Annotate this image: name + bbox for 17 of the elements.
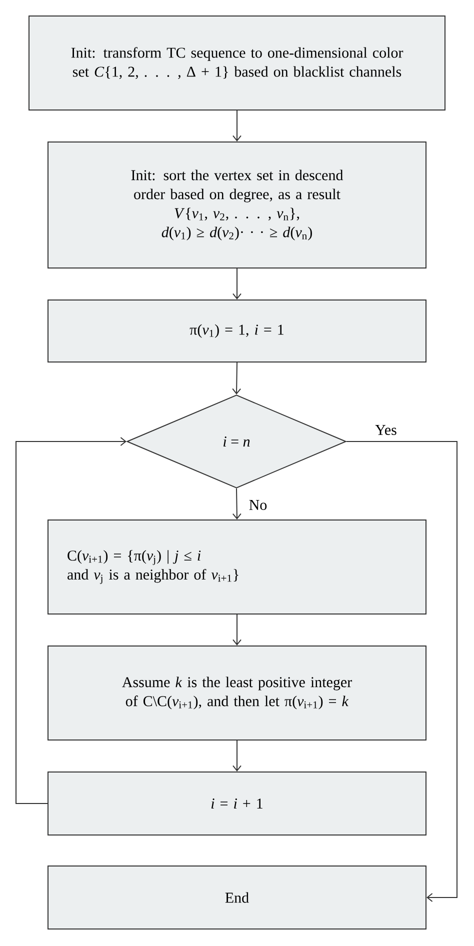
- arrow: [232, 362, 242, 395]
- arrow: [346, 441, 458, 902]
- process-box: Init: sort the vertex set in descend order based on degree, as a result V{v$_{1}$, v$_{2}$, . . . , v$_{n}$}, d(v$_{1}$) ≥ d(v$_{2}$)· · · ≥ d(v$_{n}$): [48, 142, 426, 269]
- process-box: C(v$_{i+1}$) = {π(v$_{j}$) | j ≤ i and v$_{j}$ is a neighbor of v$_{i+1}$}: [48, 520, 426, 614]
- process-box: Assume k is the least positive integer of C\C(v$_{i+1}$), and then let π(v$_{i+1}$) = k: [48, 646, 426, 740]
- process-box: Init: transform TC sequence to one-dimensional color set C{1, 2, . . . , Δ + 1} based on blacklist channels: [28, 16, 446, 111]
- arrow: [232, 740, 242, 772]
- arrow: [232, 488, 242, 520]
- arrow: [16, 437, 126, 804]
- arrow: [232, 110, 242, 142]
- process-box: π(v$_{1}$) = 1, i = 1: [48, 300, 426, 362]
- edge-label: No: [249, 500, 267, 510]
- process-box: End: [48, 866, 426, 930]
- arrow: [232, 614, 242, 646]
- process-box: i = i + 1: [48, 772, 426, 836]
- arrow: [232, 268, 242, 300]
- edge-label: Yes: [375, 425, 396, 435]
